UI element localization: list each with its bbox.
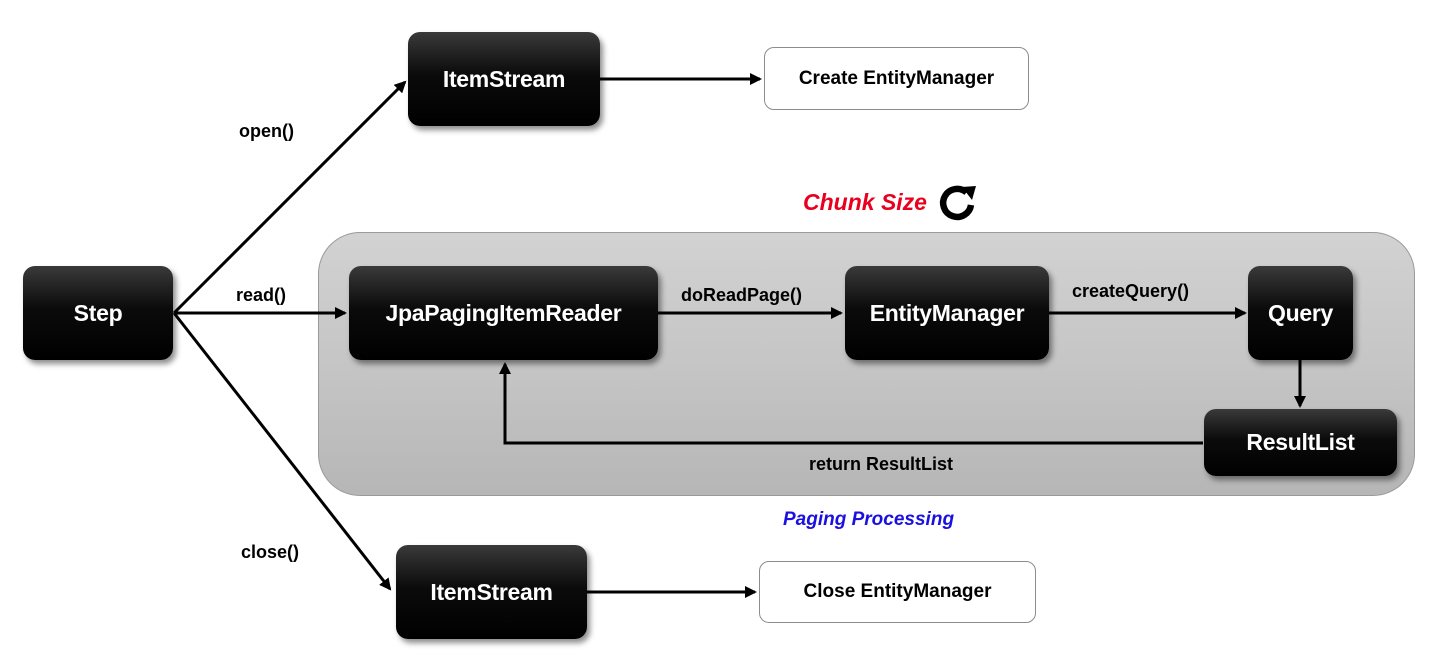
itemstream-close-node: ItemStream (396, 545, 587, 639)
jpa-paging-item-reader-node: JpaPagingItemReader (349, 266, 658, 360)
edge-open (172, 80, 407, 315)
create-query-label: createQuery() (1072, 281, 1190, 301)
create-entity-manager-box: Create EntityManager (764, 47, 1029, 110)
close-label: close() (241, 542, 300, 562)
edge-close (172, 312, 392, 591)
result-list-node: ResultList (1204, 409, 1397, 476)
query-node: Query (1248, 266, 1353, 360)
itemstream-open-node: ItemStream (408, 32, 600, 126)
step-node: Step (23, 266, 173, 360)
close-entity-manager-box: Close EntityManager (759, 561, 1036, 623)
do-read-page-label: doReadPage() (681, 285, 803, 305)
edge-return-result-list (499, 362, 1203, 445)
return-result-list-label: return ResultList (809, 454, 954, 474)
paging-processing-title: Paging Processing (783, 509, 955, 530)
chunk-size-title: Chunk Size (803, 189, 927, 215)
read-label: read() (236, 285, 287, 305)
entity-manager-node: EntityManager (845, 266, 1049, 360)
refresh-icon (939, 185, 976, 221)
open-label: open() (239, 121, 294, 141)
